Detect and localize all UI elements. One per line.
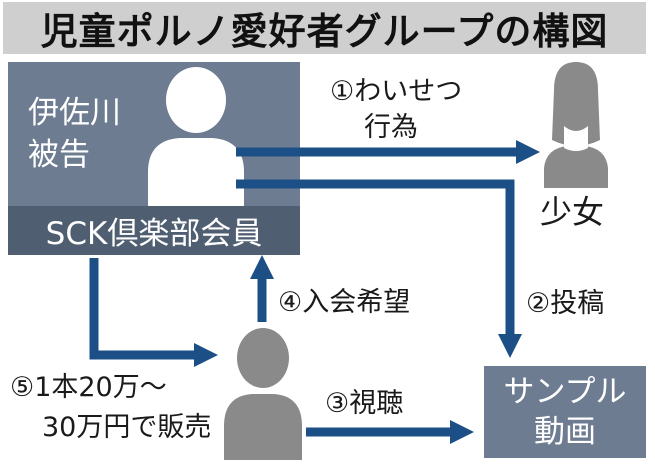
label-sell: ⑤1本20万～ 30万円で販売 <box>10 368 211 448</box>
title-bar: 児童ポルノ愛好者グループの構図 <box>3 2 646 54</box>
label-lewd-act-line: ①わいせつ <box>330 76 463 107</box>
label-sell-line: 30万円で販売 <box>42 412 212 443</box>
label-lewd-act: ①わいせつ 行為 <box>330 74 462 146</box>
label-view: ③視聴 <box>325 388 404 419</box>
girl-label: 少女 <box>540 193 605 231</box>
sck-member-box: 伊佐川 被告 SCK倶楽部会員 <box>8 62 300 255</box>
arrow-join <box>250 255 274 322</box>
label-lewd-act-line: 行為 <box>364 112 418 143</box>
arrow-view <box>306 420 474 444</box>
girl-icon <box>544 62 608 188</box>
label-post: ②投稿 <box>526 288 605 319</box>
sck-member-caption: SCK倶楽部会員 <box>8 206 300 255</box>
page-title: 児童ポルノ愛好者グループの構図 <box>40 10 609 53</box>
defendant-person-icon <box>148 67 244 206</box>
arrow-lewd-act <box>236 140 540 164</box>
buyer-person-icon <box>224 328 302 460</box>
arrow-sell <box>89 258 218 367</box>
label-sell-line: ⑤1本20万～ <box>10 372 167 403</box>
sample-video-line: サンプル <box>503 374 627 410</box>
sample-video-line: 動画 <box>534 414 596 450</box>
defendant-label-line: 被告 <box>28 137 90 173</box>
arrow-post <box>236 179 522 358</box>
defendant-label-line: 伊佐川 <box>28 95 121 131</box>
sample-video-box: サンプル 動画 <box>484 366 646 458</box>
label-join: ④入会希望 <box>278 287 411 318</box>
defendant-label: 伊佐川 被告 <box>28 92 121 176</box>
